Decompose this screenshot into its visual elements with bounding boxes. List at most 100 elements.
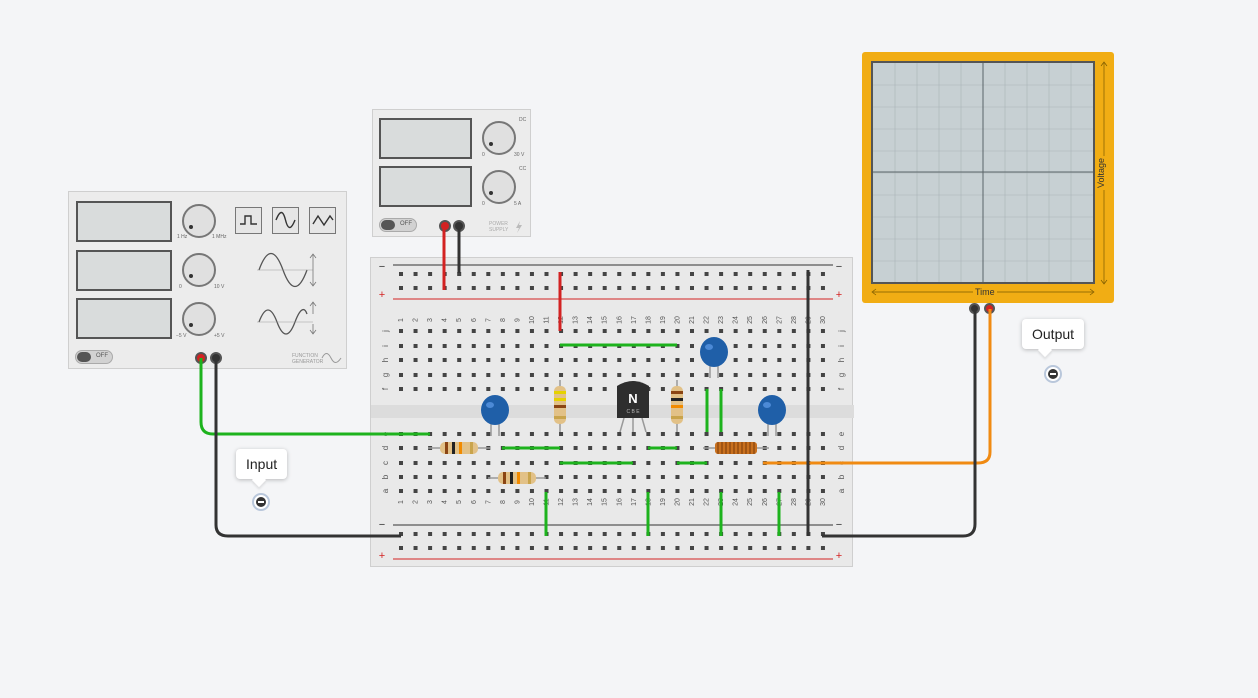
column-number: 2 [413,500,420,504]
column-number: 4 [442,318,449,322]
column-number: 8 [500,318,507,322]
column-number: 12 [558,316,565,324]
offset-wave-icon [257,301,317,335]
column-number: 21 [689,498,696,506]
oscilloscope-positive-terminal[interactable] [984,303,995,314]
column-number: 11 [544,498,551,505]
row-letter: e [837,431,846,436]
column-number: 17 [631,498,638,506]
output-label: Output [1022,319,1085,349]
sine-wave-icon [275,211,296,229]
column-number: 26 [762,498,769,506]
row-letter: b [837,474,846,479]
row-letter: c [381,461,390,465]
input-probe-icon[interactable] [252,493,270,511]
row-letter: f [381,387,390,390]
sine-wave-button[interactable] [272,207,299,234]
column-number: 24 [733,316,740,324]
resistor-collector[interactable] [669,380,685,432]
amplitude-wave-icon [257,252,317,288]
power-supply-negative-terminal[interactable] [453,220,465,232]
column-number: 9 [514,500,521,504]
square-wave-button[interactable] [235,207,262,234]
column-number: 15 [602,316,609,324]
frequency-knob[interactable] [182,204,216,238]
current-knob-max: 5 A [514,201,522,207]
column-number: 16 [616,316,623,324]
triangle-wave-icon [312,214,334,227]
npn-transistor[interactable]: N C B E [615,378,651,434]
offset-knob[interactable] [182,302,216,336]
power-supply[interactable]: DC 0 30 V CC 0 5 A OFF POWER SUPPLY [372,109,531,237]
column-number: 23 [718,498,725,506]
column-number: 28 [791,498,798,506]
function-generator[interactable]: 1 Hz 1 MHz 0 10 V −5 V +5 V OFF FUNCTION… [68,191,347,369]
row-letter: i [381,345,390,347]
time-axis-label: Time [973,287,997,297]
column-number: 27 [776,316,783,324]
row-letter: j [381,330,390,333]
oscilloscope[interactable]: Time Voltage [862,52,1114,303]
function-generator-negative-terminal[interactable] [210,352,222,364]
frequency-display [76,201,172,242]
column-number: 19 [660,498,667,506]
voltage-knob-max: 30 V [514,152,525,158]
row-letter: f [837,387,846,390]
row-letter: g [381,373,390,377]
resistor-bias-upper[interactable] [552,380,568,432]
column-number: 22 [704,498,711,506]
output-probe-icon[interactable] [1044,365,1062,383]
column-number: 24 [733,498,740,506]
row-letter: g [837,373,846,377]
rail-minus-sign-right: − [836,519,842,531]
amplitude-knob[interactable] [182,253,216,287]
current-display [379,166,472,207]
resistor-bias-lower[interactable] [488,470,546,486]
function-generator-power-toggle[interactable]: OFF [75,350,113,364]
column-number: 15 [602,498,609,506]
power-supply-positive-terminal[interactable] [439,220,451,232]
capacitor-output[interactable] [756,394,788,436]
column-number: 13 [573,316,580,324]
column-number: 5 [456,500,463,504]
frequency-knob-min: 1 Hz [177,234,188,240]
voltage-display [379,118,472,159]
column-number: 18 [645,498,652,506]
column-number: 19 [660,316,667,324]
column-number: 28 [791,316,798,324]
triangle-wave-button[interactable] [309,207,336,234]
rail-plus-sign: + [379,550,385,562]
function-generator-label: FUNCTION GENERATOR [292,353,324,365]
power-supply-label: POWER SUPPLY [489,221,509,233]
column-number: 26 [762,316,769,324]
current-knob[interactable] [482,170,516,204]
amplitude-knob-min: 0 [179,284,182,290]
column-number: 7 [485,318,492,322]
column-number: 29 [805,498,812,506]
transistor-pin-labels: C B E [626,409,640,415]
voltage-knob[interactable] [482,121,516,155]
oscilloscope-negative-terminal[interactable] [969,303,980,314]
amplitude-knob-max: 10 V [214,284,225,290]
column-number: 2 [413,318,420,322]
voltage-knob-mode: DC [519,117,527,123]
row-letter: e [381,431,390,436]
row-letter: j [837,330,846,333]
column-number: 29 [805,316,812,324]
column-number: 6 [471,318,478,322]
resistor-input-series[interactable] [428,440,490,456]
input-label: Input [236,449,288,479]
row-letter: i [837,345,846,347]
row-letter: d [381,446,390,450]
capacitor-upper-right[interactable] [698,336,730,378]
lightning-icon [516,221,522,233]
function-generator-positive-terminal[interactable] [195,352,207,364]
column-number: 10 [529,498,536,506]
column-number: 5 [456,318,463,322]
capacitor-input[interactable] [479,394,511,436]
row-letter: a [381,488,390,493]
column-number: 14 [587,498,594,506]
rail-minus-sign: − [379,261,385,273]
inductor[interactable] [703,440,769,456]
power-supply-power-toggle[interactable]: OFF [379,218,417,232]
